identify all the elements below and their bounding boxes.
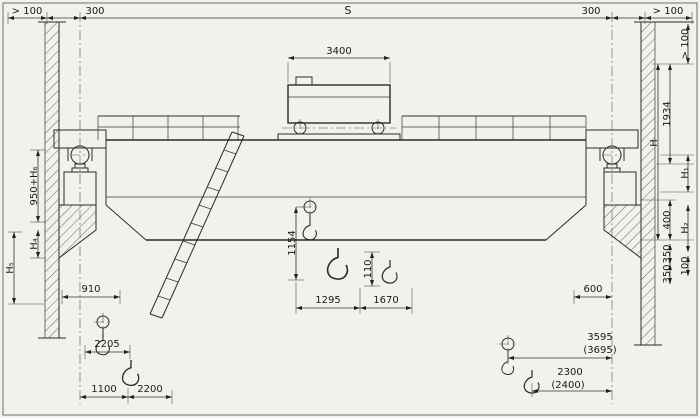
left-vertical-dimensions: 950+H₆ H₄ H₅ bbox=[5, 149, 46, 305]
dim-hoist-height-label: H bbox=[649, 139, 660, 147]
bottom-left-dimensions: 910 2205 1100 2200 bbox=[61, 284, 173, 404]
dim-600-label: 600 bbox=[583, 284, 602, 295]
dim-2300-label: 2300 bbox=[557, 367, 582, 378]
right-building-column bbox=[603, 21, 694, 346]
dim-span-label: S bbox=[345, 4, 352, 17]
left-end-truck bbox=[53, 129, 107, 165]
left-walkway-railing bbox=[97, 115, 240, 140]
trolley-rail bbox=[277, 133, 401, 141]
dim-910-label: 910 bbox=[81, 284, 100, 295]
right-corbel-hatch bbox=[604, 205, 641, 258]
dim-offset-right-label: 300 bbox=[581, 6, 600, 17]
dim-trolley-width-label: 3400 bbox=[326, 46, 351, 57]
left-corbel-hatch bbox=[59, 205, 96, 258]
center-hook-dimensions: 1154 110 1295 1670 bbox=[287, 206, 413, 314]
dim-1670-label: 1670 bbox=[373, 295, 398, 306]
dim-offset-left-label: 300 bbox=[85, 6, 104, 17]
top-dimension-chain: > 100 300 S 300 > 100 bbox=[7, 4, 693, 24]
dim-3595-label: 3595 bbox=[587, 332, 612, 343]
dim-350a-label: 350 bbox=[662, 244, 673, 263]
left-wall-hatch bbox=[45, 22, 59, 338]
dim-100-label: 100 bbox=[680, 256, 691, 275]
right-wall-hatch bbox=[641, 22, 655, 345]
dim-2400-label: (2400) bbox=[551, 380, 584, 391]
dim-2205-label: 2205 bbox=[94, 339, 119, 350]
dim-clearance-left-label: > 100 bbox=[12, 6, 43, 17]
dim-h2-label: H₂ bbox=[680, 222, 691, 234]
access-ladder bbox=[149, 131, 245, 319]
dim-h4-label: H₄ bbox=[29, 238, 40, 250]
right-vertical-dimensions: > 100 1934 H H₁ 400 H₂ 350 350 100 bbox=[640, 24, 694, 284]
dim-clearance-top-label: > 100 bbox=[680, 29, 691, 60]
dim-1154-label: 1154 bbox=[287, 230, 298, 255]
bridge-girder bbox=[105, 133, 587, 241]
trolley-body bbox=[287, 84, 391, 124]
dim-1295-label: 1295 bbox=[315, 295, 340, 306]
dim-2200-label: 2200 bbox=[137, 384, 162, 395]
dim-3695-label: (3695) bbox=[583, 345, 616, 356]
trolley bbox=[282, 76, 396, 137]
bottom-right-dimensions: 600 3595 (3695) 2300 (2400) bbox=[507, 284, 617, 397]
left-lowered-hook bbox=[94, 313, 112, 356]
dim-350b-label: 350 bbox=[662, 264, 673, 283]
dim-1100-label: 1100 bbox=[91, 384, 116, 395]
dim-clearance-right-label: > 100 bbox=[653, 6, 684, 17]
dim-h5-label: H₅ bbox=[5, 262, 16, 274]
trolley-width-dimension: 3400 bbox=[287, 46, 391, 83]
trolley-hoist-housing bbox=[295, 76, 313, 86]
dim-400-label: 400 bbox=[662, 210, 673, 229]
right-walkway-railing bbox=[401, 115, 587, 140]
dim-110-label: 110 bbox=[363, 259, 374, 278]
dim-h1-label: H₁ bbox=[680, 167, 691, 179]
dim-1934-label: 1934 bbox=[662, 101, 673, 126]
dim-950-h6-label: 950+H₆ bbox=[29, 167, 40, 206]
